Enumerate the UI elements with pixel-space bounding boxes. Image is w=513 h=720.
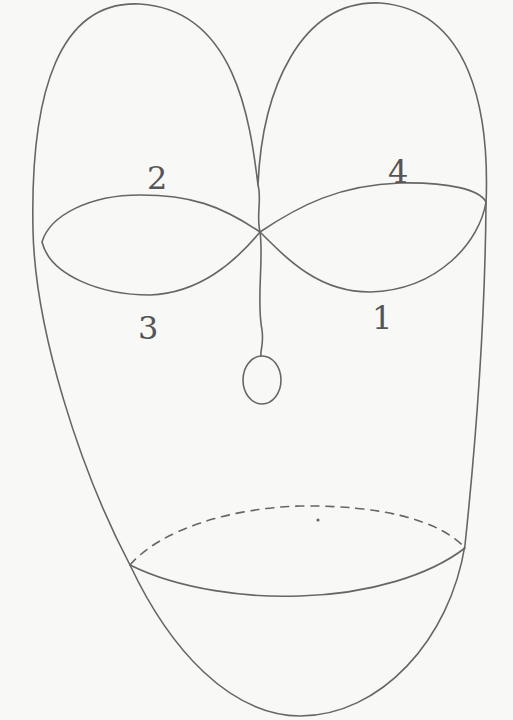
curve-label: 1 [372,302,392,334]
curve-label: 3 [138,312,158,344]
curve-label: 4 [388,156,408,188]
bottom-ellipse-front [130,548,465,596]
small-circle [243,356,281,404]
center-dot [316,518,319,521]
figure-eight-curve [42,183,486,295]
surface-outline [33,3,487,716]
bottom-ellipse-back [130,506,465,565]
curve-label: 2 [147,162,167,194]
vertical-curve [258,185,263,356]
